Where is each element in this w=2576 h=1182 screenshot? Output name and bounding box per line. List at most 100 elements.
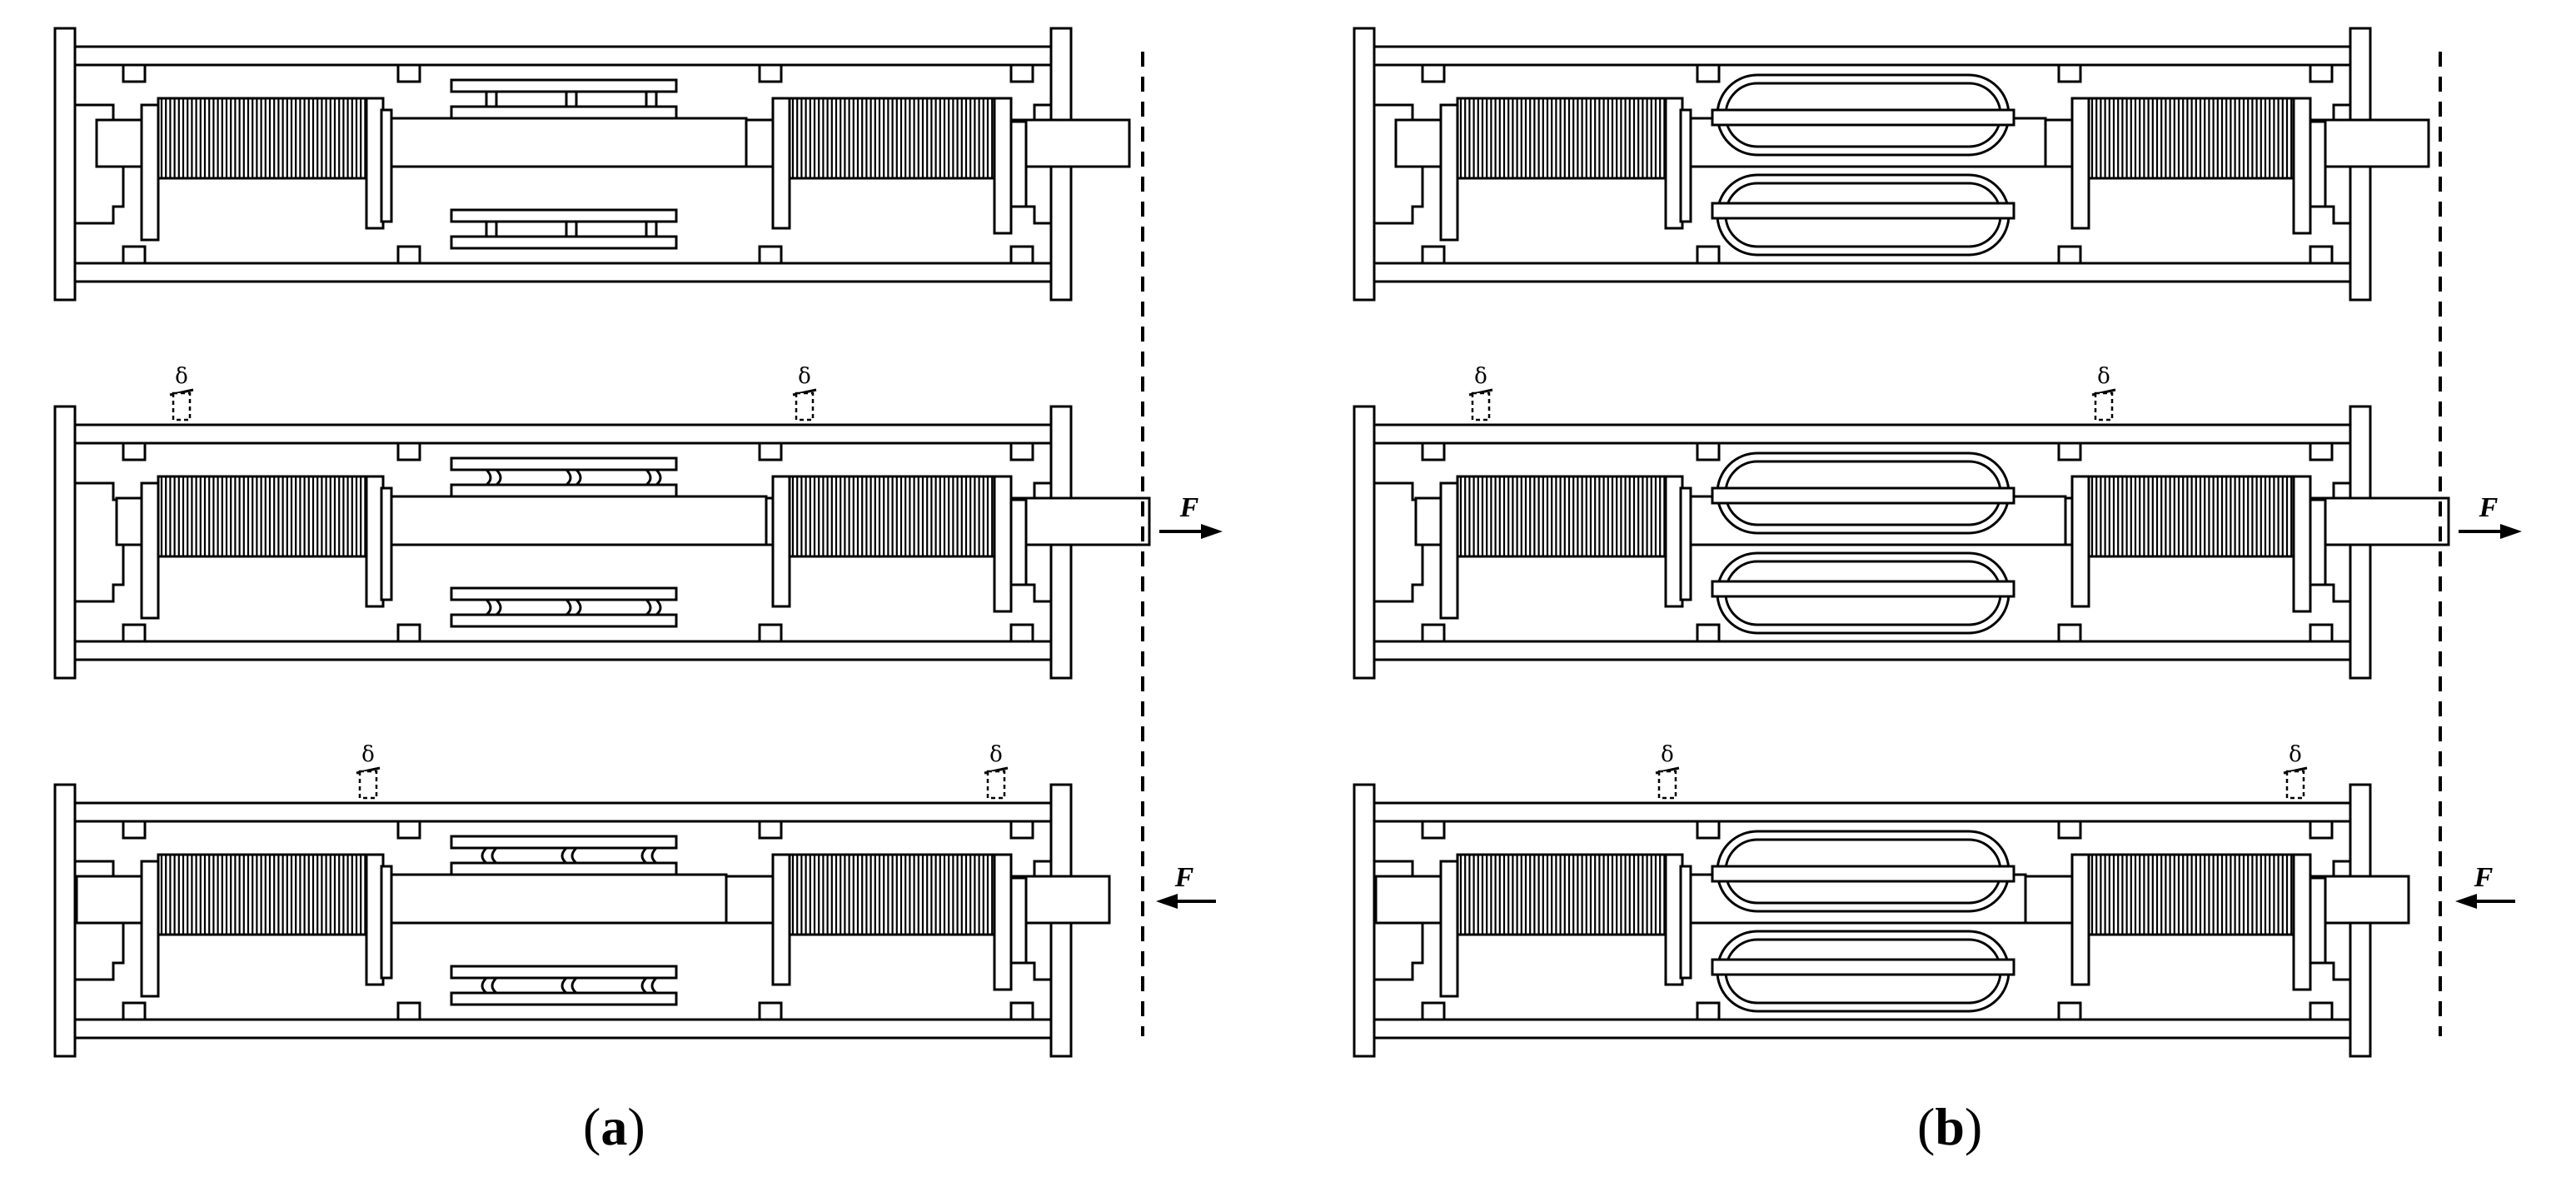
disc-spring-curved <box>640 846 658 865</box>
right-coil-spring <box>788 97 996 180</box>
disc-spring-base-top <box>450 483 678 498</box>
gap-dashed-box <box>986 770 1006 800</box>
outer-tube-bottom <box>1373 262 2352 283</box>
stop-block <box>2309 63 2334 83</box>
stop-block <box>2057 441 2082 461</box>
spring-seat-right <box>2309 120 2327 208</box>
stop-block <box>1009 441 1034 461</box>
ring-spring-base-top <box>1711 486 2015 505</box>
stop-block <box>1009 63 1034 83</box>
spring-plate-right-inner <box>2070 97 2090 230</box>
gap-dashed-box <box>1471 392 1491 421</box>
disc-spring-column <box>485 220 498 238</box>
spring-plate-right-inner <box>2070 475 2090 608</box>
left-coil-spring <box>157 853 368 936</box>
disc-spring-curved <box>481 846 498 865</box>
stop-block <box>1696 1001 1721 1021</box>
spring-plate-left-outer <box>1439 481 1459 620</box>
stop-block <box>122 1001 147 1021</box>
spring-plate-right-outer <box>2292 97 2312 235</box>
spring-plate-left-outer <box>140 103 160 242</box>
gap-dashed-box <box>2285 770 2305 800</box>
disc-spring-base-top <box>450 105 678 120</box>
outer-tube-top <box>1373 423 2352 445</box>
stop-block <box>2057 820 2082 840</box>
spring-plate-right-outer <box>2292 475 2312 613</box>
disc-spring-cap-bottom <box>450 991 678 1006</box>
disc-spring-curved <box>645 598 662 616</box>
force-arrowhead <box>2500 524 2522 539</box>
disc-spring-column <box>485 90 498 108</box>
ring-spring-base-top <box>1711 108 2015 127</box>
outer-tube-top <box>73 801 1053 823</box>
delta-label: δ <box>2289 742 2302 767</box>
delta-label: δ <box>175 364 188 389</box>
gap-delta-marker: δ <box>984 742 1009 800</box>
force-label: F <box>2479 492 2499 523</box>
stop-block <box>1421 820 1446 840</box>
spring-plate-right-inner <box>771 97 791 230</box>
coil-body <box>157 97 368 180</box>
caption-a-open: ( <box>583 1097 601 1156</box>
housing-end-plate-left <box>53 783 77 1058</box>
spring-seat-right <box>1009 498 1028 586</box>
spring-seat-right <box>2309 876 2327 965</box>
spring-seat-left <box>380 108 393 223</box>
stop-block <box>1696 623 1721 643</box>
left-coil-spring <box>157 97 368 180</box>
spring-seat-right <box>1009 876 1028 965</box>
left-coil-spring <box>1456 853 1667 936</box>
right-coil-spring <box>788 475 996 558</box>
delta-label: δ <box>2097 364 2110 389</box>
stop-block <box>1421 1001 1446 1021</box>
disc-spring-base-bottom <box>450 208 678 223</box>
coil-body <box>1456 853 1667 936</box>
delta-label: δ <box>1474 364 1487 389</box>
center-rod <box>365 117 748 168</box>
spring-plate-left-outer <box>1439 103 1459 242</box>
left-coil-spring <box>157 475 368 558</box>
spring-plate-left-outer <box>140 481 160 620</box>
gap-dashed-box <box>2094 392 2114 421</box>
disc-spring-column <box>645 220 658 238</box>
disc-spring-cap-top <box>450 78 678 93</box>
stop-block <box>2057 1001 2082 1021</box>
stop-block <box>122 63 147 83</box>
disc-spring-column <box>565 220 578 238</box>
delta-label: δ <box>989 742 1003 767</box>
spring-plate-right-outer <box>2292 853 2312 991</box>
gap-delta-marker: δ <box>792 364 817 421</box>
force-arrow: F <box>1156 862 1216 909</box>
caption-a: (a) <box>583 1096 645 1158</box>
force-arrow: F <box>1159 492 1223 539</box>
stop-block <box>122 245 147 265</box>
force-arrow: F <box>2459 492 2522 539</box>
stop-block <box>1009 820 1034 840</box>
disc-spring-cap-top <box>450 835 678 850</box>
stop-block <box>2057 245 2082 265</box>
stop-block <box>758 441 783 461</box>
disc-spring-column <box>565 90 578 108</box>
spring-seat-right <box>2309 498 2327 586</box>
stop-block <box>758 1001 783 1021</box>
stop-block <box>2309 245 2334 265</box>
stop-block <box>1696 441 1721 461</box>
stop-block <box>2057 63 2082 83</box>
stop-block <box>1421 623 1446 643</box>
spring-plate-right-outer <box>993 475 1013 613</box>
gap-delta-marker: δ <box>1468 364 1493 421</box>
stop-block <box>396 623 421 643</box>
disc-spring-cap-bottom <box>450 613 678 628</box>
disc-spring-curved <box>561 976 578 995</box>
outer-tube-bottom <box>73 640 1053 661</box>
disc-spring-cap-top <box>450 456 678 471</box>
gap-dashed-box <box>1657 770 1677 800</box>
force-arrow: F <box>2455 862 2515 909</box>
ring-spring-base-bottom <box>1711 958 2015 976</box>
outer-tube-bottom <box>1373 640 2352 661</box>
housing-end-plate-left <box>53 27 77 302</box>
force-label: F <box>1174 862 1194 893</box>
